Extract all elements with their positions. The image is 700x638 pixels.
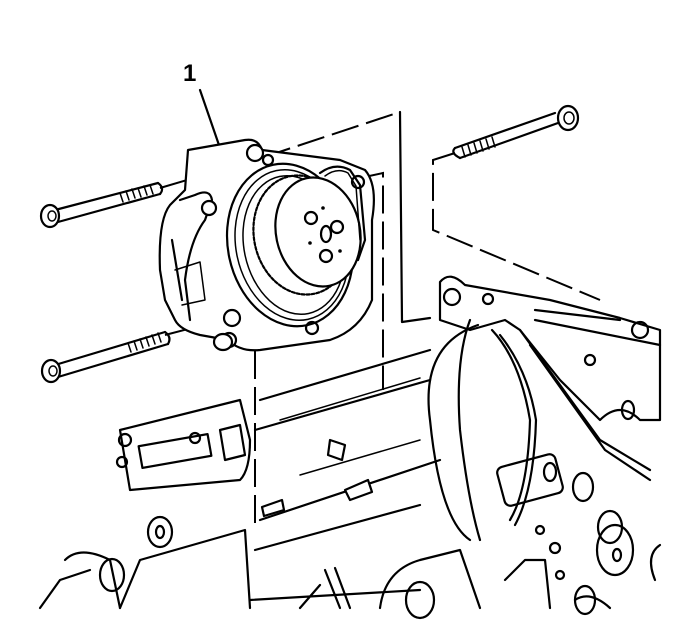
- callout-1-leader: [198, 88, 222, 150]
- bolt-upper-right: [452, 104, 580, 160]
- bolt-upper-left: [39, 181, 164, 229]
- water-pump: [158, 138, 375, 352]
- bolt-lower-left: [40, 330, 171, 384]
- callout-1-label: 1: [183, 60, 197, 87]
- engine-block: [38, 275, 662, 620]
